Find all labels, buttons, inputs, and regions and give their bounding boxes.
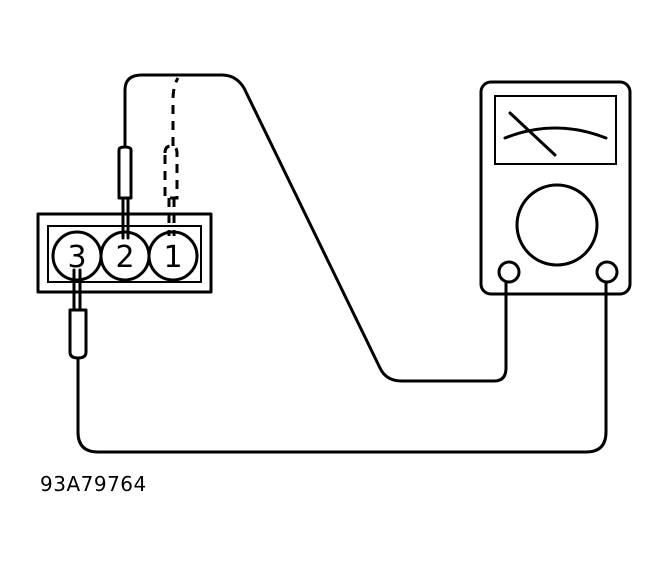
pin-label-2: 2 [115,240,134,275]
probe-pin-3 [68,268,88,360]
test-lead-pin-2 [123,73,508,383]
test-terminal-left [497,260,521,284]
test-lead-pin-3 [76,280,608,454]
multimeter [479,80,632,296]
figure-code: 93A79764 [40,472,147,496]
test-terminal-right [595,260,619,284]
multimeter-display-window [494,95,617,165]
probe-pin-1-alternate [163,77,180,236]
selector-dial [515,183,599,267]
pin-label-3: 3 [67,240,86,275]
probe-pin-2 [117,145,133,240]
meter-needle [508,111,557,157]
meter-scale-arc [503,126,608,140]
pin-label-1: 1 [163,240,182,275]
multimeter-body [479,80,632,296]
